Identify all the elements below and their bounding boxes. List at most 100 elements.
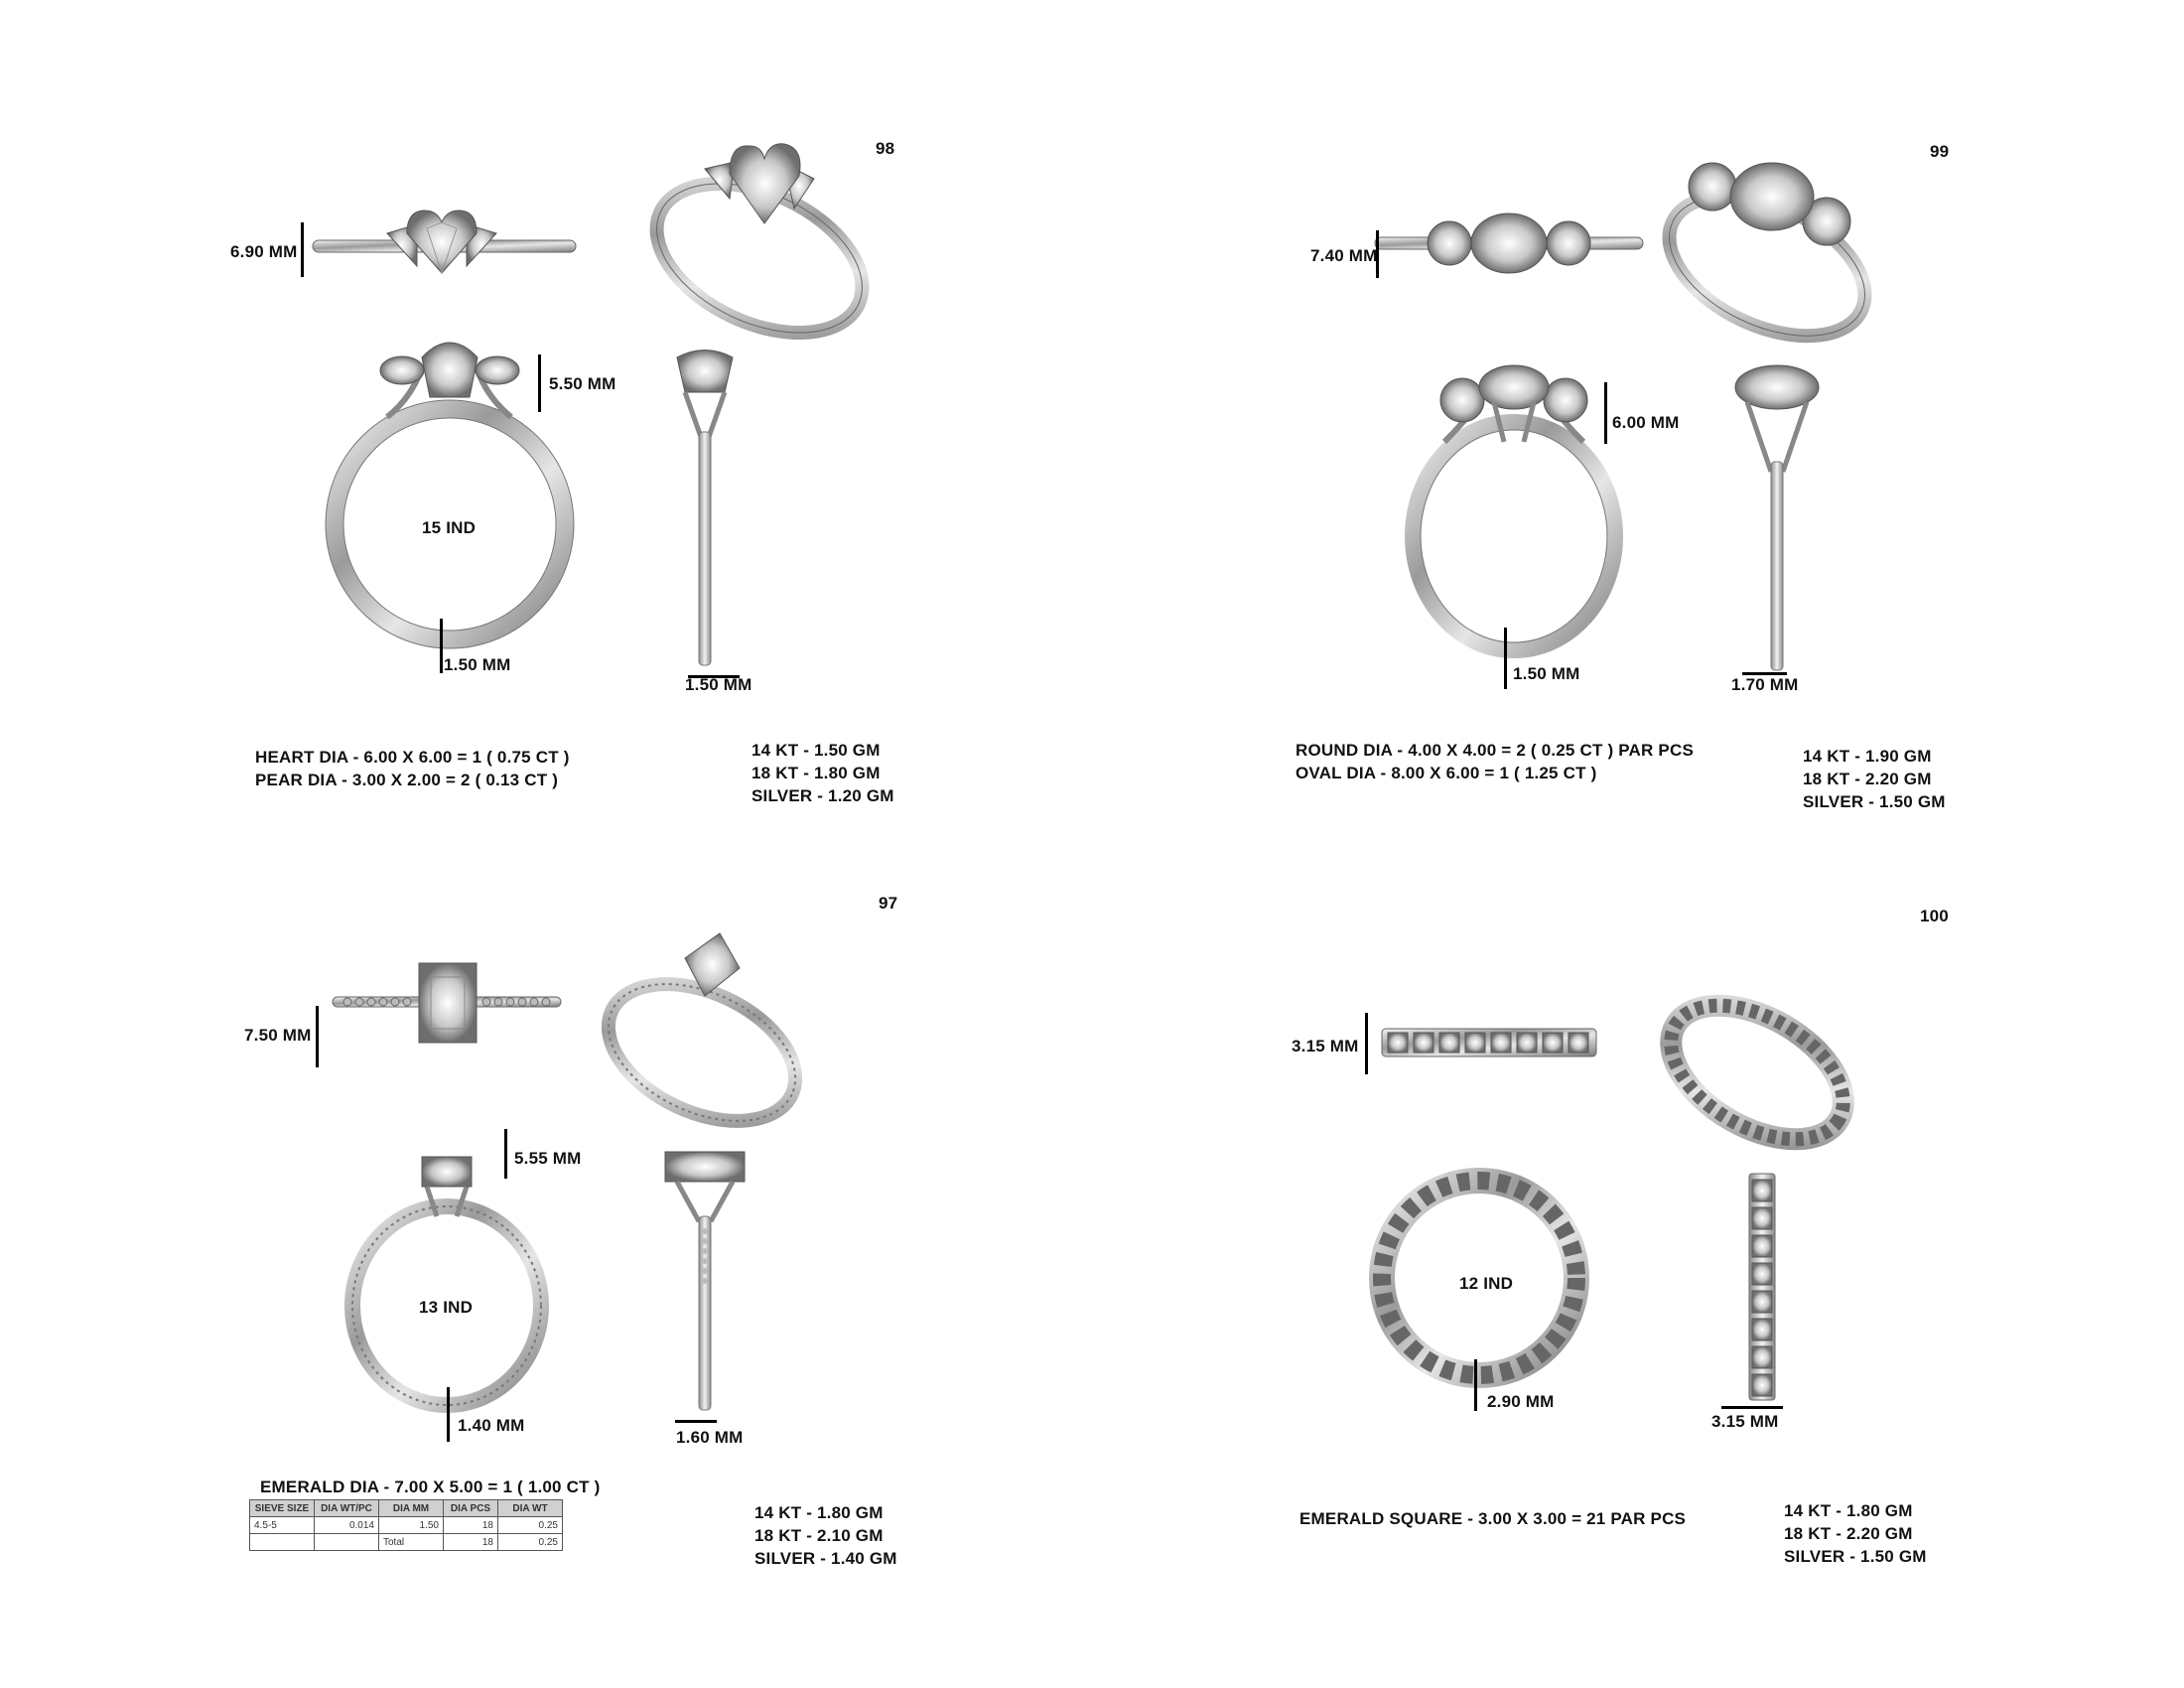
side-width-marker	[688, 675, 740, 678]
ring-top-view	[332, 962, 562, 1044]
head-height-marker	[538, 354, 541, 412]
ring-perspective-view	[601, 932, 803, 1128]
diamond-details: HEART DIA - 6.00 X 6.00 = 1 ( 0.75 CT ) …	[255, 746, 570, 791]
ring-size-label: 12 IND	[1459, 1274, 1514, 1293]
design-number: 99	[1930, 142, 1950, 161]
side-width-label: 1.70 MM	[1731, 675, 1799, 694]
side-width-label: 1.60 MM	[676, 1428, 744, 1447]
table-header: SIEVE SIZE	[249, 1499, 315, 1517]
metal-line: SILVER - 1.20 GM	[751, 786, 894, 805]
top-height-label: 6.90 MM	[230, 242, 298, 261]
shank-width-label: 2.90 MM	[1487, 1392, 1555, 1411]
table-cell	[314, 1533, 379, 1551]
dia-line: HEART DIA - 6.00 X 6.00 = 1 ( 0.75 CT )	[255, 748, 570, 767]
metal-line: 18 KT - 2.20 GM	[1784, 1524, 1913, 1543]
metal-line: 14 KT - 1.80 GM	[754, 1503, 884, 1522]
design-number: 97	[879, 894, 898, 913]
ring-top-view	[312, 210, 577, 275]
side-width-marker	[1721, 1406, 1783, 1409]
shank-width-label: 1.50 MM	[444, 655, 511, 674]
shank-width-marker	[1474, 1359, 1477, 1411]
ring-side-view	[676, 350, 734, 666]
shank-width-marker	[440, 619, 443, 673]
table-total-wt: 0.25	[497, 1533, 563, 1551]
side-width-marker	[1742, 672, 1787, 675]
head-height-label: 6.00 MM	[1612, 413, 1680, 432]
table-total-label: Total	[378, 1533, 444, 1551]
table-cell: 0.25	[497, 1516, 563, 1534]
metal-line: 14 KT - 1.80 GM	[1784, 1501, 1913, 1520]
top-height-marker	[1365, 1013, 1368, 1074]
top-height-marker	[301, 222, 304, 277]
metal-line: 14 KT - 1.90 GM	[1803, 747, 1932, 766]
metal-line: SILVER - 1.50 GM	[1784, 1547, 1927, 1566]
table-header: DIA WT/PC	[314, 1499, 379, 1517]
table-cell	[249, 1533, 315, 1551]
design-number: 98	[876, 139, 895, 158]
metal-weights: 14 KT - 1.50 GM 18 KT - 1.80 GM SILVER -…	[751, 739, 894, 807]
ring-front-view	[1405, 364, 1623, 658]
side-width-label: 3.15 MM	[1711, 1412, 1779, 1431]
catalog-panel-98: 98 6.90 MM 5.50 MM 15 IND 1.50 MM 1.50	[0, 0, 1092, 844]
dia-line: PEAR DIA - 3.00 X 2.00 = 2 ( 0.13 CT )	[255, 771, 559, 789]
design-number: 100	[1920, 907, 1949, 925]
stone-table: SIEVE SIZE DIA WT/PC DIA MM DIA PCS DIA …	[249, 1499, 563, 1551]
ring-top-view	[1374, 212, 1644, 274]
band-front-view	[1369, 1168, 1589, 1388]
table-header: DIA PCS	[443, 1499, 498, 1517]
metal-weights: 14 KT - 1.80 GM 18 KT - 2.10 GM SILVER -…	[754, 1501, 897, 1570]
top-height-label: 7.40 MM	[1310, 246, 1378, 265]
table-header: DIA WT	[497, 1499, 563, 1517]
metal-line: 18 KT - 2.10 GM	[754, 1526, 884, 1545]
shank-width-label: 1.40 MM	[458, 1416, 525, 1435]
head-height-marker	[504, 1129, 507, 1179]
ring-size-label: 13 IND	[419, 1298, 474, 1317]
table-header: DIA MM	[378, 1499, 444, 1517]
table-row: 4.5-5 0.014 1.50 18 0.25	[249, 1516, 563, 1534]
head-height-label: 5.50 MM	[549, 374, 616, 393]
table-cell: 18	[443, 1516, 498, 1534]
catalog-panel-99: 99 7.40 MM 6.00 MM 1.50 MM 1.70 MM ROUND…	[1092, 0, 2184, 844]
ring-side-view	[1734, 364, 1820, 671]
dia-line: ROUND DIA - 4.00 X 4.00 = 2 ( 0.25 CT ) …	[1296, 741, 1694, 760]
dia-line: OVAL DIA - 8.00 X 6.00 = 1 ( 1.25 CT )	[1296, 764, 1597, 782]
ring-size-label: 15 IND	[422, 518, 477, 537]
side-width-marker	[675, 1420, 717, 1423]
table-cell: 1.50	[378, 1516, 444, 1534]
metal-line: SILVER - 1.40 GM	[754, 1549, 897, 1568]
band-top-view	[1381, 1028, 1597, 1057]
catalog-panel-100: 100 3.15 MM 12 IND 2.90 MM 3.15 MM EMERA…	[1092, 844, 2184, 1688]
diamond-details: EMERALD DIA - 7.00 X 5.00 = 1 ( 1.00 CT …	[260, 1477, 601, 1496]
table-cell: 0.014	[314, 1516, 379, 1534]
ring-side-view	[664, 1151, 746, 1411]
diamond-details: ROUND DIA - 4.00 X 4.00 = 2 ( 0.25 CT ) …	[1296, 739, 1694, 784]
shank-width-marker	[447, 1387, 450, 1442]
metal-weights: 14 KT - 1.80 GM 18 KT - 2.20 GM SILVER -…	[1784, 1499, 1927, 1568]
side-width-label: 1.50 MM	[685, 675, 752, 694]
top-height-label: 3.15 MM	[1292, 1037, 1359, 1055]
head-height-marker	[1604, 382, 1607, 444]
table-total-row: Total 18 0.25	[249, 1533, 563, 1551]
shank-width-marker	[1504, 628, 1507, 689]
ring-front-view	[344, 1156, 549, 1413]
metal-line: 18 KT - 1.80 GM	[751, 764, 881, 782]
top-height-marker	[316, 1006, 319, 1067]
metal-line: SILVER - 1.50 GM	[1803, 792, 1946, 811]
top-height-marker	[1376, 230, 1379, 278]
catalog-panel-97: 97 7.50 MM 5.55 MM 13 IND 1.40 MM 1.60 M…	[0, 844, 1092, 1688]
ring-perspective-view	[1662, 162, 1872, 344]
table-cell: 4.5-5	[249, 1516, 315, 1534]
top-height-label: 7.50 MM	[244, 1026, 312, 1045]
shank-width-label: 1.50 MM	[1513, 664, 1580, 683]
ring-perspective-view	[649, 143, 870, 341]
band-perspective-view	[1660, 994, 1854, 1151]
band-side-view	[1748, 1173, 1776, 1401]
table-header-row: SIEVE SIZE DIA WT/PC DIA MM DIA PCS DIA …	[249, 1499, 563, 1517]
table-total-pcs: 18	[443, 1533, 498, 1551]
metal-weights: 14 KT - 1.90 GM 18 KT - 2.20 GM SILVER -…	[1803, 745, 1946, 813]
metal-line: 14 KT - 1.50 GM	[751, 741, 881, 760]
diamond-details: EMERALD SQUARE - 3.00 X 3.00 = 21 PAR PC…	[1299, 1509, 1687, 1528]
head-height-label: 5.55 MM	[514, 1149, 582, 1168]
ring-front-view	[325, 342, 575, 649]
metal-line: 18 KT - 2.20 GM	[1803, 770, 1932, 788]
